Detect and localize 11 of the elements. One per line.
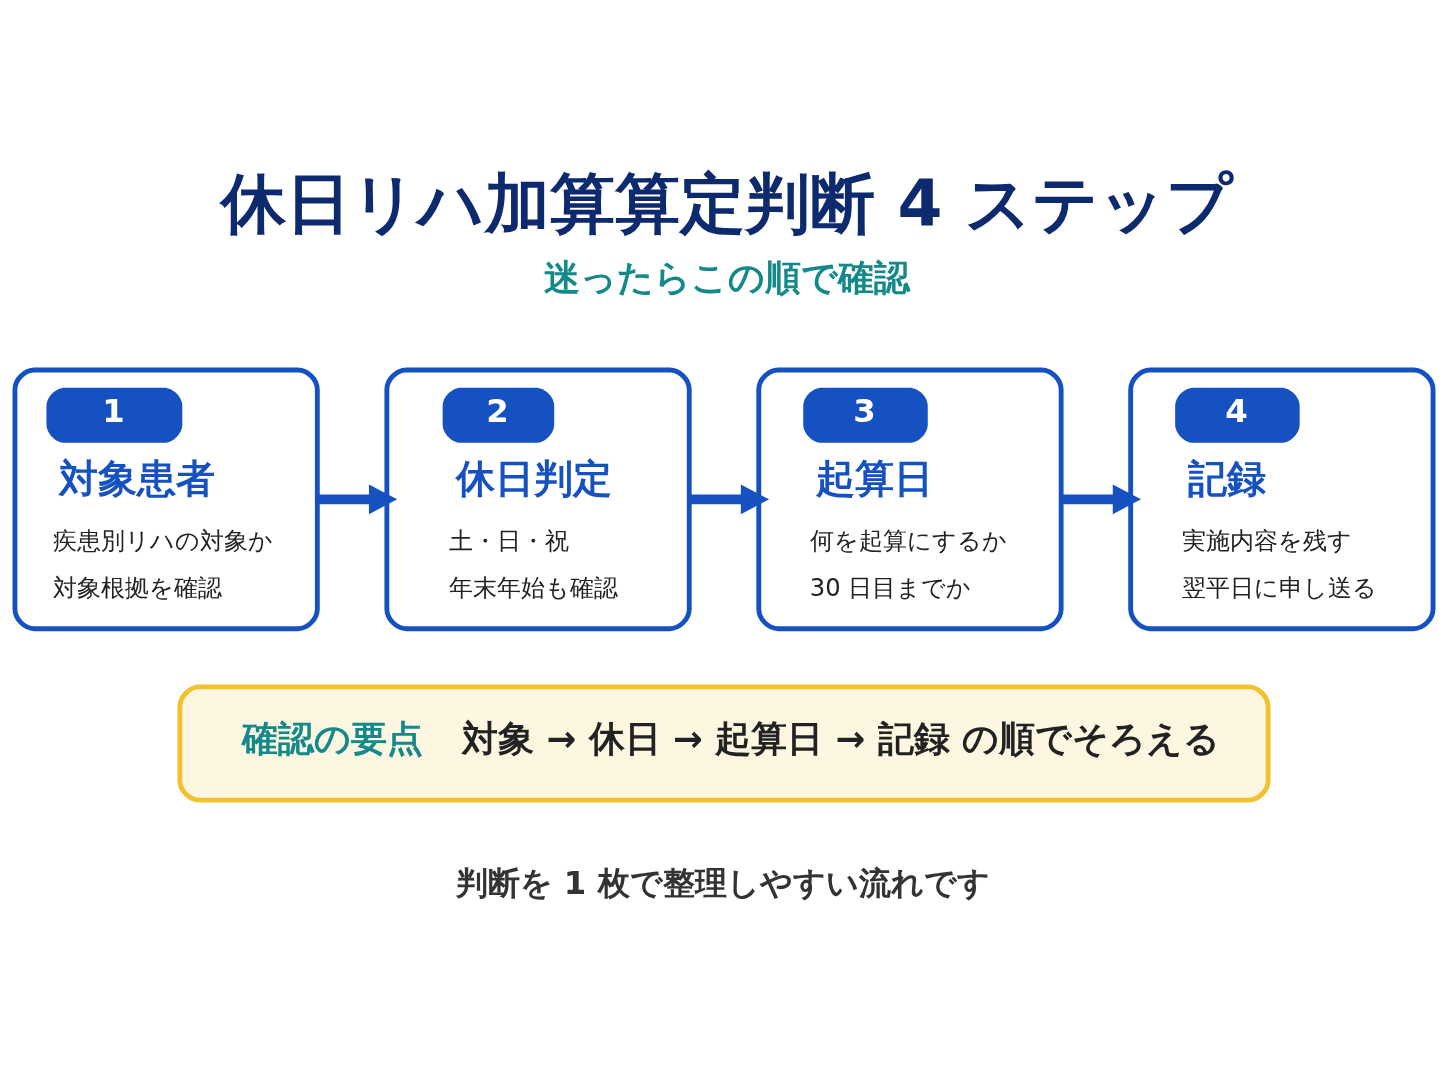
node-box: 2 休日判定 土・日・祝 年末年始も確認 [384, 367, 692, 632]
node-box: 確認の要点 対象 → 休日 → 起算日 → 記録 の順でそろえる [177, 684, 1271, 803]
label: 迷ったらこの順で確認 [543, 257, 910, 299]
node-box: 4 記録 実施内容を残す 翌平日に申し送る [1128, 367, 1436, 632]
arrow [317, 484, 398, 515]
label: 判断を 1 枚で整理しやすい流れです [455, 863, 990, 902]
node-box: 1 対象患者 疾患別リハの対象か 対象根拠を確認 [12, 367, 320, 632]
arrow [689, 484, 770, 515]
diagram-title: 休日リハ加算算定判断 4 ステップ [221, 166, 1234, 242]
arrow [1061, 484, 1141, 515]
node-box: 3 起算日 何を起算にするか 30 日目までか [756, 367, 1064, 632]
